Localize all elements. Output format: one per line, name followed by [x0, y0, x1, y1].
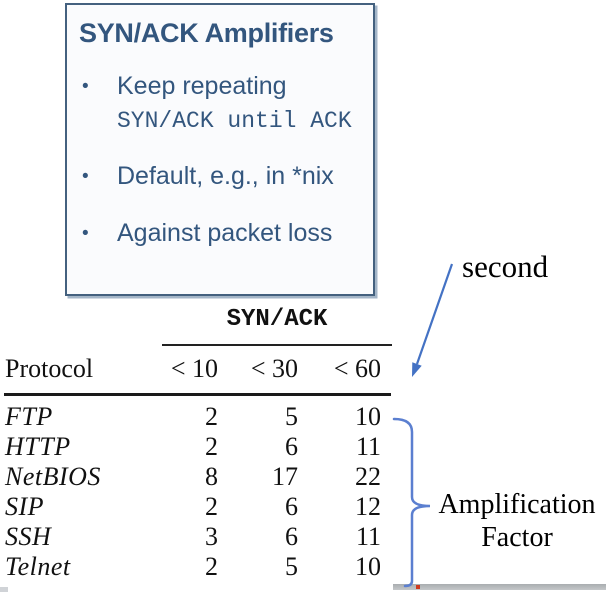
protocol-cell: NetBIOS [5, 462, 101, 491]
table-header-row: Protocol < 10 < 30 < 60 [5, 354, 381, 384]
protocol-cell: SIP [5, 492, 45, 521]
table-header-rule [4, 393, 391, 396]
bullet-text: Against packet loss [117, 219, 333, 247]
bottom-gray-strip [393, 584, 606, 590]
value-cell: 22 [355, 462, 381, 491]
value-cell: 2 [205, 492, 218, 521]
column-header-protocol: Protocol [5, 354, 94, 383]
value-cell: 6 [285, 492, 298, 521]
table-spanner-synack: SYN/ACK [226, 306, 328, 333]
protocol-cell: FTP [5, 402, 53, 431]
table-row: HTTP 2 6 11 [5, 432, 381, 462]
box-title: SYN/ACK Amplifiers [79, 18, 334, 48]
value-cell: 11 [355, 432, 381, 461]
value-cell: 12 [355, 492, 381, 521]
bullet-line-1: Keep repeating [117, 72, 287, 100]
amplification-label-line2: Factor [481, 522, 553, 553]
bullet-text: Keep repeating SYN/ACK until ACK [117, 70, 352, 138]
value-cell: 5 [285, 402, 298, 431]
value-cell: 10 [355, 402, 381, 431]
value-cell: 6 [285, 432, 298, 461]
value-cell: 17 [272, 462, 298, 491]
bullet-item-packet-loss: • Against packet loss [79, 217, 365, 250]
value-cell: 2 [205, 432, 218, 461]
table-row: NetBIOS 8 17 22 [5, 462, 381, 492]
value-cell: 2 [205, 402, 218, 431]
value-cell: 11 [355, 522, 381, 551]
second-annotation-label: second [462, 249, 549, 284]
amplification-brace-icon [392, 417, 431, 588]
red-artifact-dot [416, 585, 420, 589]
table-row: SSH 3 6 11 [5, 522, 381, 552]
bullet-line-2-mono: SYN/ACK until ACK [117, 108, 352, 134]
column-header-lt30: < 30 [250, 354, 298, 383]
second-arrow-line [415, 263, 454, 365]
bullet-icon: • [82, 76, 89, 97]
protocol-cell: HTTP [5, 432, 71, 461]
bullet-item-repeat: • Keep repeating SYN/ACK until ACK [79, 70, 365, 138]
value-cell: 10 [355, 552, 381, 581]
protocol-cell: SSH [5, 522, 52, 551]
table-row: FTP 2 5 10 [5, 402, 381, 432]
value-cell: 6 [285, 522, 298, 551]
synack-amplifiers-box-content: SYN/ACK Amplifiers • Keep repeating SYN/… [67, 5, 373, 250]
value-cell: 3 [205, 522, 218, 551]
column-header-lt60: < 60 [333, 354, 381, 383]
table-spanner-rule [162, 344, 392, 346]
value-cell: 5 [285, 552, 298, 581]
value-cell: 8 [205, 462, 218, 491]
table-row: SIP 2 6 12 [5, 492, 381, 522]
bullet-item-default: • Default, e.g., in *nix [79, 160, 365, 193]
bullet-icon: • [82, 223, 89, 244]
amplification-factor-label: Amplification Factor [431, 488, 603, 554]
second-arrow-head-icon [412, 362, 422, 377]
bullet-text: Default, e.g., in *nix [117, 162, 334, 190]
bottom-left-gray-fragment [0, 587, 8, 592]
bullet-icon: • [82, 166, 89, 187]
column-header-lt10: < 10 [170, 354, 218, 383]
table-row: Telnet 2 5 10 [5, 552, 381, 582]
value-cell: 2 [205, 552, 218, 581]
protocol-cell: Telnet [5, 552, 71, 581]
amplification-label-line1: Amplification [438, 489, 596, 520]
synack-amplifiers-box: SYN/ACK Amplifiers • Keep repeating SYN/… [65, 3, 375, 296]
